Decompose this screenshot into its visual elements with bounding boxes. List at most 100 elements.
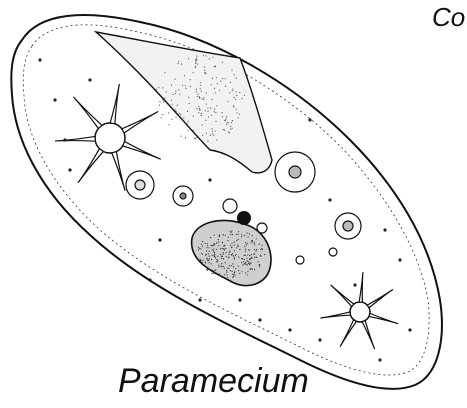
stipple-dot [232,274,233,275]
stipple-dot [212,270,213,271]
stipple-dot [238,257,239,258]
granule [63,138,66,141]
stipple-dot [203,97,204,98]
stipple-dot [250,263,251,264]
stipple-dot [225,248,226,249]
stipple-dot [217,260,218,261]
stipple-dot [202,124,203,125]
stipple-dot [174,79,175,80]
stipple-dot [216,259,217,260]
stipple-dot [238,231,239,232]
stipple-dot [223,234,224,235]
stipple-dot [156,89,157,90]
stipple-dot [241,262,242,263]
stipple-dot [201,244,202,245]
stipple-dot [196,108,197,109]
stipple-dot [218,245,219,246]
stipple-dot [215,131,216,132]
stipple-dot [231,255,232,256]
stipple-dot [253,253,254,254]
stipple-dot [224,120,225,121]
stipple-dot [234,274,235,275]
stipple-dot [211,99,212,100]
stipple-dot [202,241,203,242]
stipple-dot [223,258,224,259]
stipple-dot [204,66,205,67]
stipple-dot [171,100,172,101]
stipple-dot [219,275,220,276]
stipple-dot [201,91,202,92]
stipple-dot [247,274,248,275]
stipple-dot [202,262,203,263]
stipple-dot [175,93,176,94]
granule [378,358,381,361]
stipple-dot [195,66,196,67]
stipple-dot [226,256,227,257]
stipple-dot [198,260,199,261]
stipple-dot [213,249,214,250]
stipple-dot [178,89,179,90]
stipple-dot [250,258,251,259]
stipple-dot [233,266,234,267]
stipple-dot [196,60,197,61]
stipple-dot [223,246,224,247]
stipple-dot [259,266,260,267]
stipple-dot [172,104,173,105]
stipple-dot [223,254,224,255]
stipple-dot [244,235,245,236]
stipple-dot [261,248,262,249]
stipple-dot [236,254,237,255]
stipple-dot [238,239,239,240]
stipple-dot [203,260,204,261]
stipple-dot [208,116,209,117]
stipple-dot [225,78,226,79]
stipple-dot [245,255,246,256]
stipple-dot [251,242,252,243]
stipple-dot [226,118,227,119]
granule [288,328,291,331]
stipple-dot [218,275,219,276]
stipple-dot [199,108,200,109]
stipple-dot [162,114,163,115]
stipple-dot [216,249,217,250]
stipple-dot [226,270,227,271]
stipple-dot [231,265,232,266]
stipple-dot [217,261,218,262]
stipple-dot [188,58,189,59]
stipple-dot [211,84,212,85]
stipple-dot [262,245,263,246]
stipple-dot [175,117,176,118]
stipple-dot [225,252,226,253]
stipple-dot [208,247,209,248]
stipple-dot [201,253,202,254]
stipple-dot [198,106,199,107]
stipple-dot [221,263,222,264]
stipple-dot [235,109,236,110]
stipple-dot [206,133,207,134]
stipple-dot [188,97,189,98]
granule [38,58,41,61]
stipple-dot [230,270,231,271]
stipple-dot [216,242,217,243]
stipple-dot [246,244,247,245]
stipple-dot [214,108,215,109]
stipple-dot [234,97,235,98]
stipple-dot [206,92,207,93]
stipple-dot [206,103,207,104]
stipple-dot [200,82,201,83]
stipple-dot [175,91,176,92]
stipple-dot [233,106,234,107]
stipple-dot [186,123,187,124]
stipple-dot [256,249,257,250]
stipple-dot [242,258,243,259]
stipple-dot [234,257,235,258]
stipple-dot [214,270,215,271]
stipple-dot [208,262,209,263]
stipple-dot [260,255,261,256]
stipple-dot [220,248,221,249]
stipple-dot [211,259,212,260]
stipple-dot [202,98,203,99]
stipple-dot [199,96,200,97]
stipple-dot [212,133,213,134]
